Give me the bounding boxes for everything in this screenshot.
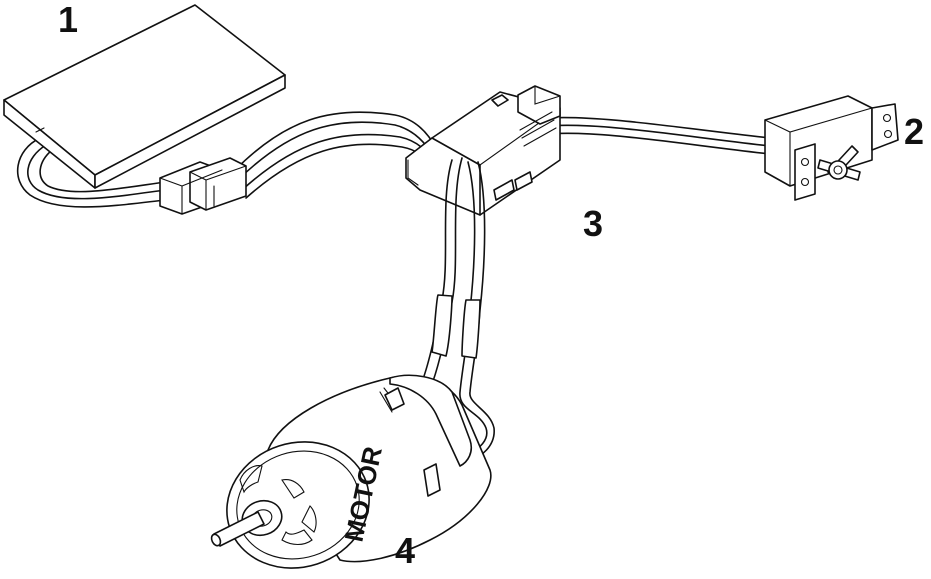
callout-motor: 4 [395, 530, 416, 571]
battery-connector [159, 157, 247, 215]
battery-lead-wires [16, 137, 166, 208]
callout-servo: 2 [904, 111, 925, 152]
servo-lead-wires [547, 116, 771, 155]
motor: MOTOR [210, 374, 492, 569]
callout-esc: 3 [583, 203, 604, 244]
servo [764, 95, 899, 201]
motor-wires [421, 157, 495, 461]
callout-battery: 1 [58, 0, 79, 40]
battery-pack [3, 4, 286, 189]
battery-to-esc-wires [234, 111, 438, 199]
esc-speed-controller [405, 85, 561, 216]
